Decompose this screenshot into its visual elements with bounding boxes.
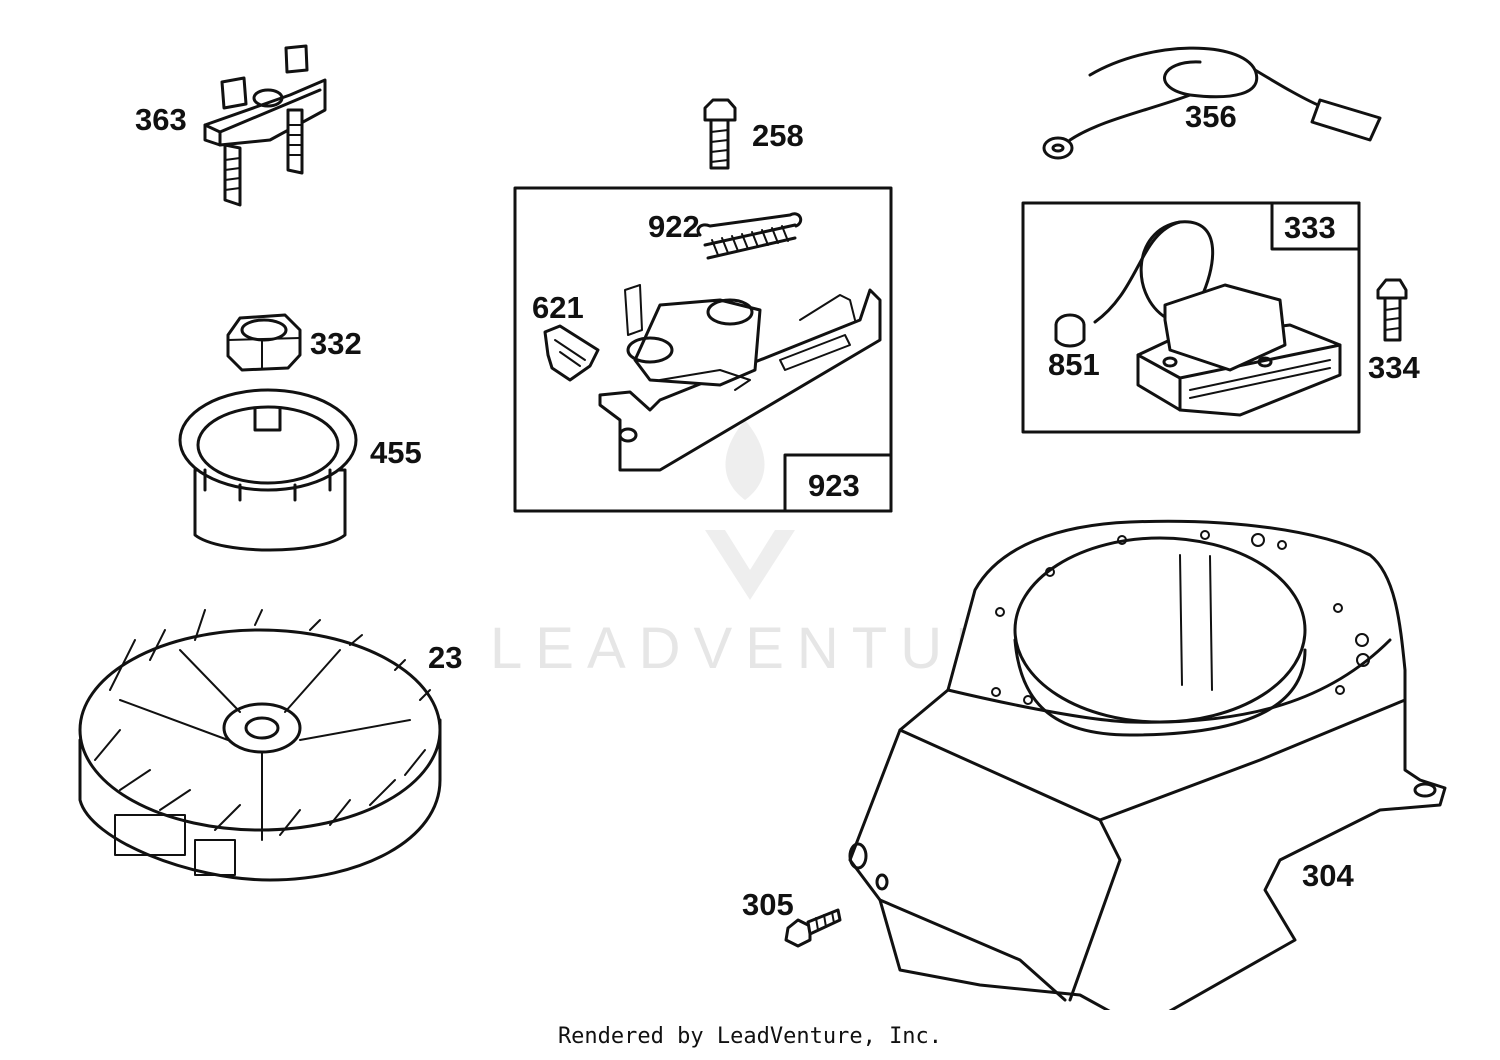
part-922-spring <box>696 212 803 260</box>
callout-333: 333 <box>1284 210 1336 245</box>
callout-334: 334 <box>1368 350 1420 385</box>
footer-credit: Rendered by LeadVenture, Inc. <box>557 1024 943 1049</box>
part-621-clip <box>543 324 600 382</box>
mounting-holes <box>991 530 1370 705</box>
callout-922: 922 <box>648 209 700 244</box>
part-333-box <box>1021 201 1361 434</box>
callout-851: 851 <box>1048 347 1100 382</box>
part-363-bracket <box>203 44 327 207</box>
callout-258: 258 <box>752 118 804 153</box>
part-923-box <box>513 186 893 513</box>
part-333-coil <box>1093 220 1342 417</box>
part-334-bolt <box>1376 278 1408 342</box>
watermark-logo-icon <box>705 420 795 600</box>
callout-923: 923 <box>808 468 860 503</box>
part-356-wire <box>1042 46 1382 160</box>
callout-455: 455 <box>370 435 422 470</box>
callout-23: 23 <box>428 640 462 675</box>
part-258-bolt <box>703 98 737 170</box>
part-851-terminal <box>1054 313 1086 348</box>
callout-304: 304 <box>1302 858 1354 893</box>
part-923-bracket <box>598 284 882 472</box>
part-305-screw <box>784 908 842 948</box>
part-23-flywheel <box>78 609 442 882</box>
part-455-cup <box>178 388 358 552</box>
part-332-hex-nut <box>226 313 302 372</box>
callout-363: 363 <box>135 102 187 137</box>
callout-356: 356 <box>1185 99 1237 134</box>
part-304-blower-housing <box>848 519 1447 1010</box>
parts-diagram: LEADVENTURE <box>78 44 1447 1010</box>
callout-305: 305 <box>742 887 794 922</box>
callout-621: 621 <box>532 290 584 325</box>
callout-labels: 363 332 455 23 258 922 621 923 356 333 8… <box>135 99 1420 922</box>
callout-332: 332 <box>310 326 362 361</box>
